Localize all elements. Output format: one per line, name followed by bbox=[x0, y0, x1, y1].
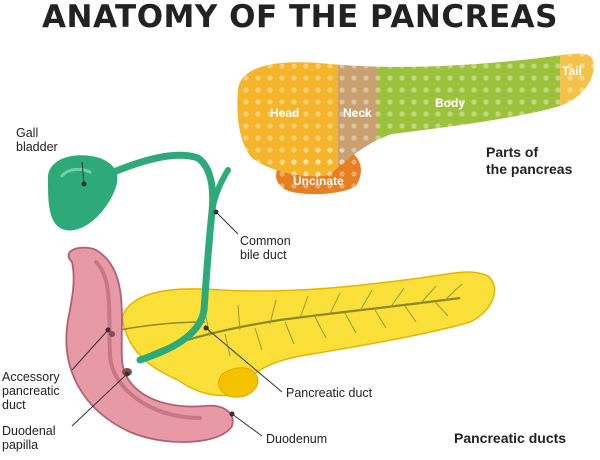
leader-lines bbox=[71, 161, 283, 437]
caption-parts: Parts of the pancreas bbox=[486, 144, 573, 177]
part-label-tail: Tail bbox=[562, 64, 582, 78]
part-label-uncinate: Uncinate bbox=[293, 174, 344, 188]
label-duodenal-papilla: Duodenal papilla bbox=[2, 424, 56, 452]
label-duodenum: Duodenum bbox=[266, 432, 328, 446]
leader-dots bbox=[81, 181, 235, 417]
page-title: ANATOMY OF THE PANCREAS bbox=[42, 0, 558, 35]
label-gallbladder: Gall bladder bbox=[16, 126, 58, 154]
label-accessory-duct: Accessory pancreatic duct bbox=[2, 370, 60, 412]
pancreas-ducts-diagram bbox=[47, 151, 496, 443]
label-pancreatic-duct: Pancreatic duct bbox=[286, 386, 373, 400]
pancreas-lobe bbox=[218, 367, 259, 398]
part-label-body: Body bbox=[435, 96, 465, 110]
duct-branches bbox=[204, 283, 463, 357]
part-label-neck: Neck bbox=[343, 106, 372, 120]
part-label-head: Head bbox=[270, 106, 300, 120]
pancreas-body bbox=[121, 271, 496, 397]
minor-papilla bbox=[109, 331, 115, 337]
label-common-bile-duct: Common bile duct bbox=[240, 234, 291, 262]
caption-ducts: Pancreatic ducts bbox=[454, 430, 567, 446]
